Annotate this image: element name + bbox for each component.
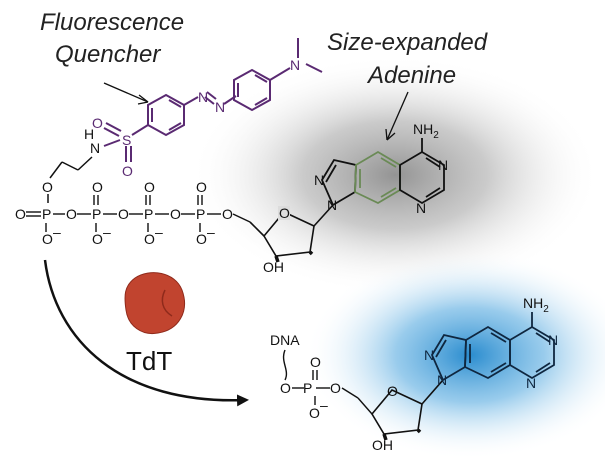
caption-adenine-line2: Adenine — [366, 62, 456, 89]
sulfonamide-h: H — [84, 126, 94, 142]
product-o-5prime: O — [280, 380, 291, 396]
phosphorus-1: P — [42, 206, 51, 222]
product-n9: N — [437, 372, 447, 388]
phosphate-o-terminal: O — [15, 206, 26, 222]
product-dna-label: DNA — [270, 332, 300, 348]
adenine-n-right2: N — [416, 200, 426, 216]
minus-o-4: O — [196, 231, 207, 247]
azo-n2: N — [215, 99, 225, 115]
dimethylamino-n: N — [290, 57, 300, 73]
tetraphosphate-chain: O P O P O P O P O O O O O O O O – – – – — [15, 179, 251, 247]
sulfonyl-o1: O — [92, 115, 103, 131]
tdt-enzyme-shape — [124, 272, 186, 335]
product-n-right2: N — [526, 375, 536, 391]
sugar-o-product: O — [387, 383, 398, 399]
product-charge: – — [320, 397, 328, 413]
caption-quencher-line1: Fluorescence — [40, 9, 184, 36]
sugar-oh-product: OH — [372, 437, 393, 453]
bridge-o-4: O — [222, 206, 233, 222]
azo-n1: N — [198, 89, 208, 105]
deoxyribose-product — [371, 379, 444, 441]
sugar-o-substrate: O — [279, 205, 290, 221]
adenine-n9: N — [327, 197, 337, 213]
sulfonyl-o2: O — [122, 163, 133, 179]
phosphorus-3: P — [144, 206, 153, 222]
linker-o: O — [42, 179, 53, 195]
tdt-label: TdT — [126, 346, 172, 376]
gray-glow — [190, 55, 600, 295]
product-bridge-o: O — [330, 380, 341, 396]
bridge-o-2: O — [118, 206, 129, 222]
charge-3: – — [155, 224, 163, 240]
minus-o-3: O — [144, 231, 155, 247]
double-o-2: O — [92, 179, 103, 195]
sugar-oh-substrate: OH — [263, 259, 284, 275]
bridge-o-3: O — [170, 206, 181, 222]
minus-o-1: O — [42, 231, 53, 247]
product-minus-o: O — [309, 405, 320, 421]
amino-product: NH2 — [523, 295, 549, 315]
adenine-n-top-left: N — [314, 172, 324, 188]
adenine-substrate — [320, 138, 445, 207]
pointer-arrows — [103, 82, 409, 141]
blue-glow — [305, 250, 605, 460]
phosphorus-4: P — [196, 206, 205, 222]
product-backbone — [282, 349, 373, 415]
product-phosphorus: P — [303, 380, 312, 396]
caption-adenine-line1: Size-expanded — [327, 29, 488, 56]
tdt-enzyme-cleft — [161, 289, 173, 317]
linker-chain — [47, 156, 93, 203]
product-n-top-left: N — [424, 347, 434, 363]
double-o-3: O — [144, 179, 155, 195]
adenine-n-right1: N — [438, 157, 448, 173]
caption-quencher-line2: Quencher — [55, 41, 161, 68]
phosphorus-2: P — [92, 206, 101, 222]
sulfonamide-n: N — [90, 140, 100, 156]
quencher-dabsyl — [103, 38, 323, 162]
reaction-arrow — [43, 259, 249, 407]
sulfur-atom: S — [122, 132, 131, 148]
bridge-o-1: O — [66, 206, 77, 222]
product-double-o: O — [310, 354, 321, 370]
charge-1: – — [53, 224, 61, 240]
adenine-product — [430, 312, 555, 382]
sugar-o-bg — [278, 206, 290, 220]
product-n-right1: N — [548, 332, 558, 348]
charge-2: – — [103, 224, 111, 240]
minus-o-2: O — [92, 231, 103, 247]
double-o-4: O — [196, 179, 207, 195]
charge-4: – — [207, 224, 215, 240]
amino-substrate: NH2 — [413, 121, 439, 141]
quencher-labels: N N N S O O N H — [84, 57, 300, 179]
